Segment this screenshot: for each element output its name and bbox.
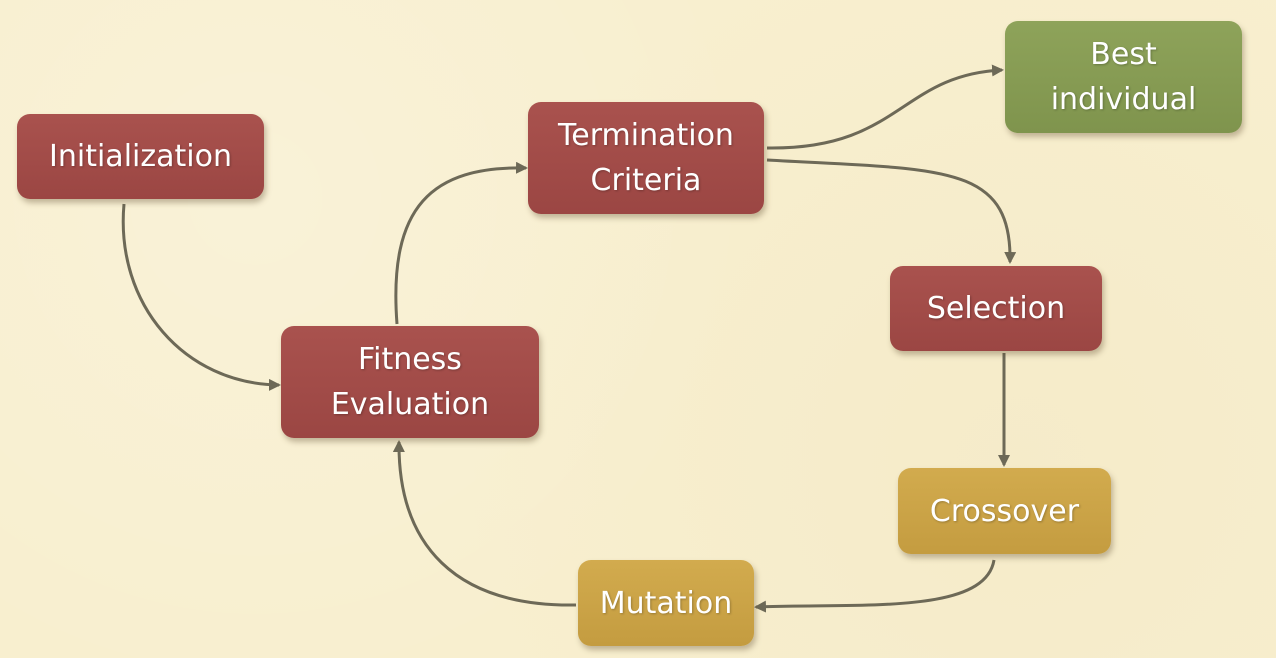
node-mutation: Mutation [578,560,754,646]
node-initialization: Initialization [17,114,264,199]
node-termination-criteria: Termination Criteria [528,102,764,214]
node-best-line2: individual [1050,82,1197,117]
node-best-line1: Best [1090,37,1157,72]
node-crossover-label: Crossover [929,493,1080,529]
node-mutation-label: Mutation [599,585,733,621]
node-initialization-label: Initialization [49,139,232,174]
node-termination-line2: Criteria [590,163,702,198]
edge-fitness-to-termination [394,161,528,325]
node-fitness-line2: Evaluation [330,387,490,422]
node-crossover: Crossover [898,468,1111,554]
node-best-individual-text: Best individual [1051,32,1197,122]
node-selection-label: Selection [926,291,1066,326]
node-termination-line1: Termination [558,118,734,153]
edge-mutation-to-fitness [392,440,577,607]
edge-crossover-to-mutation [754,559,996,613]
node-fitness-evaluation-text: Fitness Evaluation [331,337,489,427]
node-fitness-line1: Fitness [358,342,462,377]
node-fitness-evaluation: Fitness Evaluation [281,326,539,438]
node-termination-criteria-text: Termination Criteria [558,113,734,203]
node-selection: Selection [890,266,1102,351]
edge-initialization-to-fitness [121,203,281,391]
edge-termination-to-selection [766,158,1017,264]
edge-termination-to-best [766,64,1004,150]
node-best-individual: Best individual [1005,21,1242,133]
